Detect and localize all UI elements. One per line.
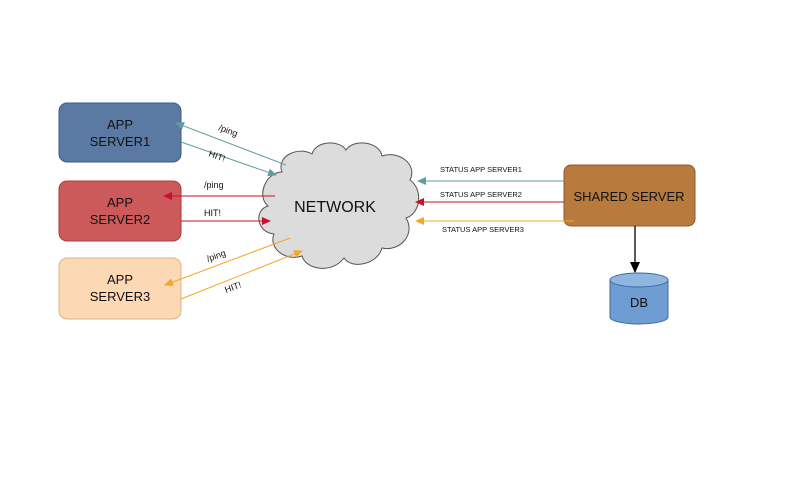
status1-label: STATUS APP SERVER1 bbox=[440, 165, 522, 174]
status2-label: STATUS APP SERVER2 bbox=[440, 190, 522, 199]
network-cloud: NETWORK bbox=[258, 142, 420, 269]
app-server3-label-line1: APP bbox=[107, 272, 133, 287]
app-server2-label-line2: SERVER2 bbox=[90, 212, 150, 227]
app1-hit-arrow bbox=[180, 141, 277, 177]
app3-ping-arrow bbox=[164, 237, 291, 286]
app-server1-label-line1: APP bbox=[107, 117, 133, 132]
network-label: NETWORK bbox=[294, 199, 376, 216]
app1-ping-label: /ping bbox=[217, 122, 239, 138]
app-server2-label-line1: APP bbox=[107, 195, 133, 210]
shared-server-node: SHARED SERVER bbox=[563, 164, 696, 227]
network-cloud-shape bbox=[258, 142, 420, 269]
app-server3-node: APP SERVER3 bbox=[58, 257, 182, 320]
app3-ping-label: /ping bbox=[205, 248, 227, 264]
db-node: DB bbox=[609, 272, 669, 325]
status3-label: STATUS APP SERVER3 bbox=[442, 225, 524, 234]
app1-hit-label: HIT! bbox=[207, 148, 226, 163]
app-server1-label-line2: SERVER1 bbox=[90, 134, 150, 149]
db-cylinder-top bbox=[609, 272, 669, 288]
app1-ping-arrow bbox=[175, 122, 287, 166]
db-cylinder-body bbox=[609, 280, 669, 325]
app3-hit-label: HIT! bbox=[223, 280, 242, 295]
app-server3-box bbox=[58, 257, 182, 320]
shared-server-box bbox=[563, 164, 696, 227]
app-server2-box bbox=[58, 180, 182, 242]
app-server3-label-line2: SERVER3 bbox=[90, 289, 150, 304]
app2-ping-label: /ping bbox=[204, 180, 224, 190]
app-server1-node: APP SERVER1 bbox=[58, 102, 182, 163]
app2-hit-label: HIT! bbox=[204, 208, 221, 218]
db-label: DB bbox=[630, 295, 648, 310]
app3-hit-arrow bbox=[180, 250, 303, 300]
app-server1-box bbox=[58, 102, 182, 163]
app-server2-node: APP SERVER2 bbox=[58, 180, 182, 242]
shared-server-label: SHARED SERVER bbox=[573, 189, 684, 204]
